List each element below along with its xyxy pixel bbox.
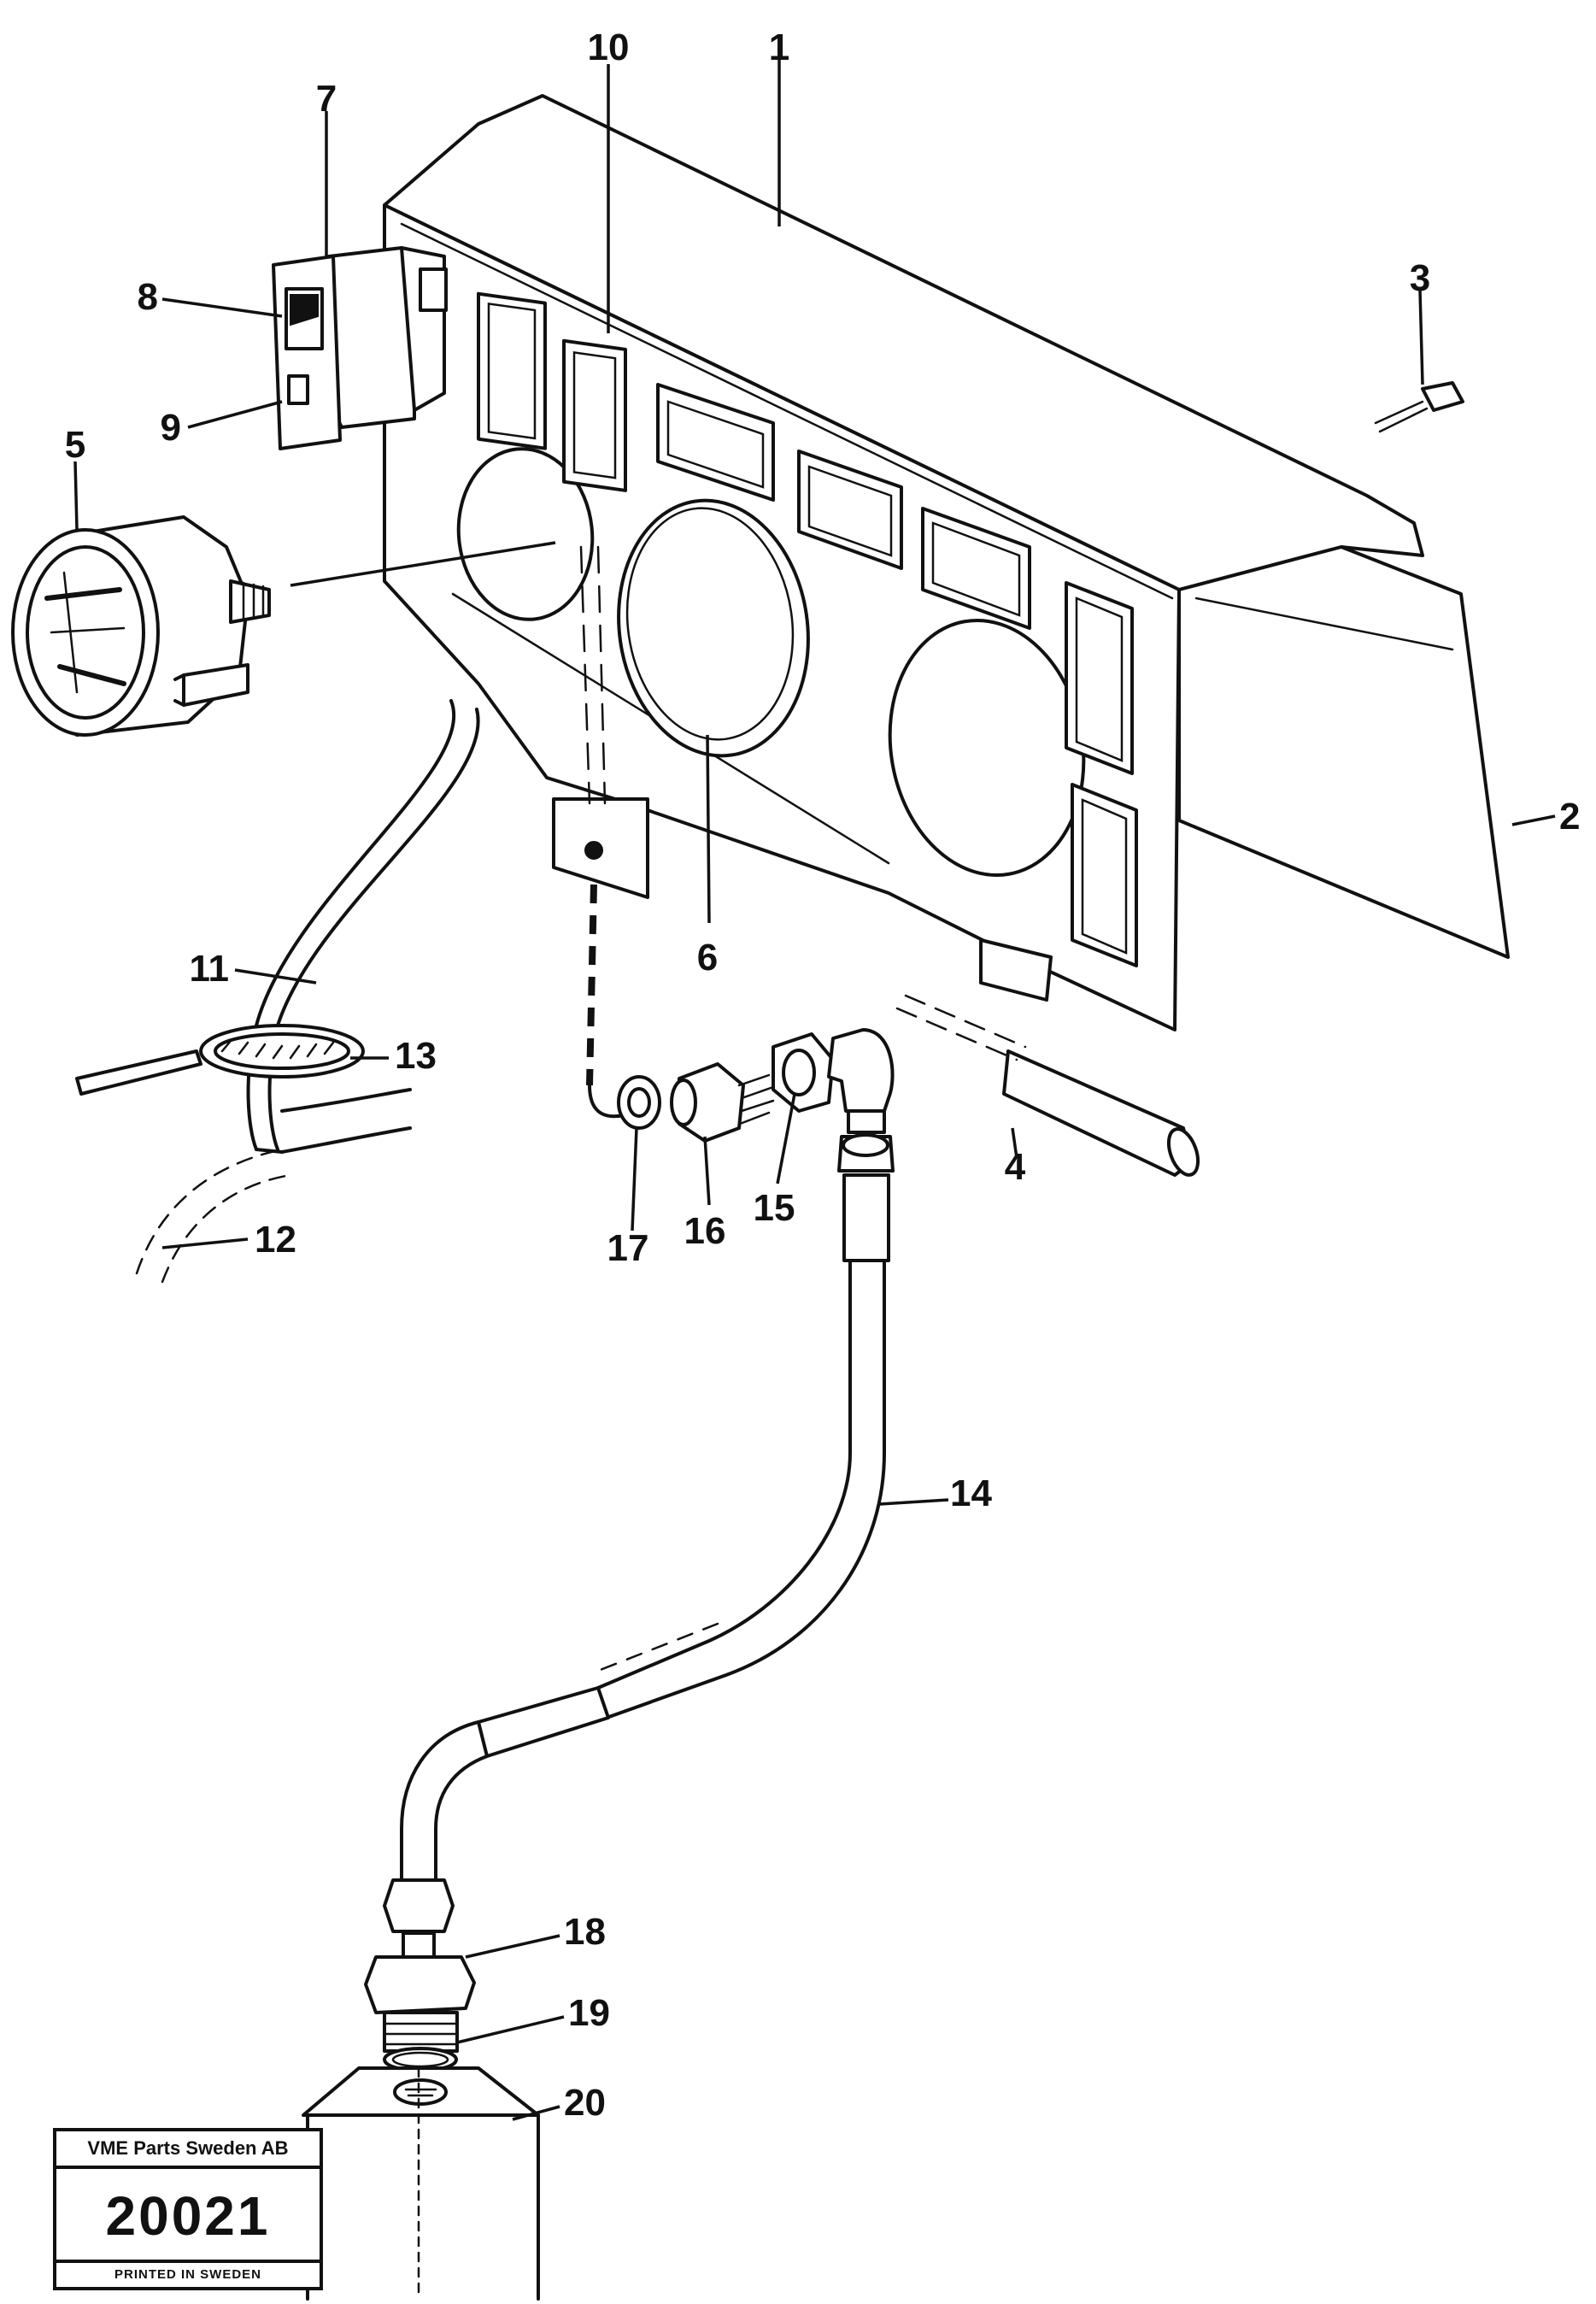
stamp-company: VME Parts Sweden AB (56, 2131, 320, 2169)
callout-labels: 1 2 3 4 5 6 7 8 9 10 11 12 13 14 15 16 1… (65, 26, 1581, 2124)
callout-14: 14 (950, 1472, 992, 1514)
gauge-openings (456, 447, 1086, 877)
callout-13: 13 (395, 1035, 437, 1077)
callout-5: 5 (65, 424, 85, 466)
callout-3: 3 (1410, 257, 1430, 299)
callout-16: 16 (684, 1210, 726, 1252)
sender-line (586, 884, 597, 1086)
callout-11: 11 (189, 948, 229, 990)
parts-stamp: VME Parts Sweden AB 20021 PRINTED IN SWE… (53, 2128, 323, 2290)
capillary-tube (135, 699, 480, 1284)
callout-9: 9 (161, 407, 181, 449)
callout-15: 15 (754, 1187, 795, 1229)
engine-block (302, 2066, 540, 2301)
hose-clamp (75, 1024, 365, 1096)
callout-8: 8 (138, 276, 158, 318)
sealing-strip (895, 994, 1200, 1177)
connection-fittings (617, 1028, 895, 1173)
indicator-windows (477, 291, 1138, 967)
callout-2: 2 (1559, 796, 1580, 838)
side-panel (1177, 545, 1510, 959)
callout-19: 19 (568, 1992, 610, 2034)
callout-10: 10 (588, 26, 630, 68)
screw (1374, 381, 1464, 433)
callout-4: 4 (1005, 1146, 1026, 1188)
callout-12: 12 (255, 1219, 296, 1261)
callout-20: 20 (564, 2082, 606, 2124)
callout-6: 6 (697, 937, 718, 979)
temperature-sender (364, 1931, 476, 2072)
callout-17: 17 (607, 1227, 649, 1269)
callout-7: 7 (316, 78, 337, 120)
leader-lines (73, 60, 1556, 2121)
stamp-printed: PRINTED IN SWEDEN (56, 2260, 320, 2287)
hose (383, 1173, 890, 1933)
callout-18: 18 (564, 1911, 606, 1953)
sender-line-end (588, 1084, 625, 1119)
temperature-gauge (11, 515, 271, 737)
stamp-illustration-number: 20021 (105, 2185, 271, 2247)
rocker-switch (272, 246, 448, 450)
callout-1: 1 (769, 26, 789, 68)
